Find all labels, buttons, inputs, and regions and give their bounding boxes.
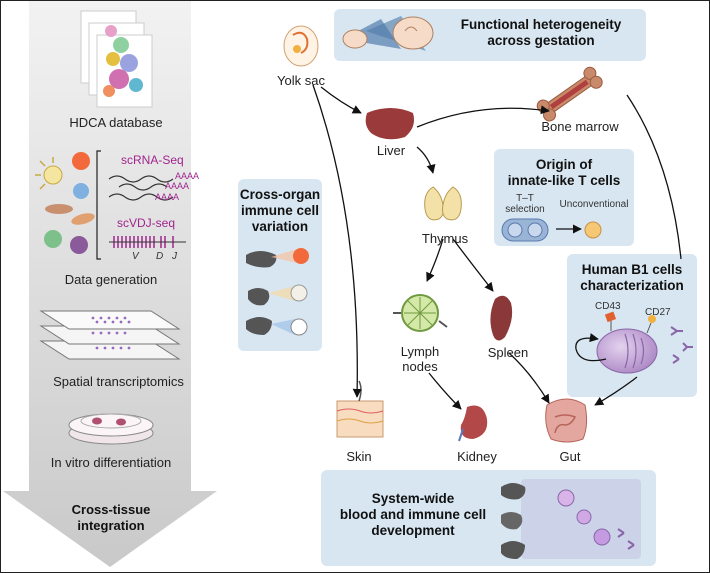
hdca-database-icon [80, 10, 153, 108]
gut-icon [545, 398, 588, 443]
bone-marrow-icon [536, 66, 603, 122]
spatial-transcriptomics-label: Spatial transcriptomics [53, 374, 184, 389]
spleen-icon [490, 295, 513, 341]
liver-label: Liver [376, 143, 406, 158]
flow-arrows [312, 84, 682, 410]
cross-organ-panel-bg [238, 179, 322, 351]
bone-marrow-label: Bone marrow [541, 119, 619, 134]
v-segment-label: V [132, 251, 139, 262]
j-segment-label: J [172, 251, 177, 262]
liver-icon [365, 108, 414, 140]
kidney-icon [458, 405, 488, 442]
petri-dish-icon [68, 413, 154, 445]
embryo-gestation-icon [342, 16, 434, 51]
polya-label-2: AAAA [165, 181, 190, 191]
cross-organ-mini-organs [246, 248, 309, 336]
in-vitro-label: In vitro differentiation [50, 455, 172, 470]
polya-label-3: AAAA [155, 192, 180, 202]
gut-label: Gut [559, 449, 581, 464]
hdca-database-label: HDCA database [69, 115, 163, 130]
unconventional-label: Unconventional [559, 199, 629, 210]
thymus-icon [424, 186, 462, 221]
scrna-seq-label: scRNA-Seq [121, 153, 184, 167]
innate-cells-icon [501, 218, 602, 242]
data-generation-cells-icon [35, 150, 186, 260]
cross-tissue-integration-arrow [3, 1, 217, 567]
spatial-transcriptomics-icon [39, 310, 181, 360]
skin-label: Skin [346, 449, 372, 464]
d-segment-label: D [156, 251, 164, 262]
thymus-label: Thymus [421, 231, 469, 246]
scvdj-seq-label: scVDJ-seq [117, 216, 176, 230]
polya-label-1: AAAA [175, 171, 200, 181]
spleen-label: Spleen [487, 345, 529, 360]
skin-icon [336, 380, 384, 438]
yolk-sac-label: Yolk sac [277, 73, 325, 88]
lymph-node-icon [393, 294, 448, 332]
yolk-sac-icon [283, 25, 319, 67]
kidney-label: Kidney [457, 449, 497, 464]
b1-cell-icon [596, 311, 693, 374]
cd27-label: CD27 [645, 307, 671, 318]
cd43-label: CD43 [595, 301, 621, 312]
system-panel-graphic [501, 479, 641, 559]
data-generation-label: Data generation [64, 272, 158, 287]
b1-panel-bg [567, 254, 697, 397]
